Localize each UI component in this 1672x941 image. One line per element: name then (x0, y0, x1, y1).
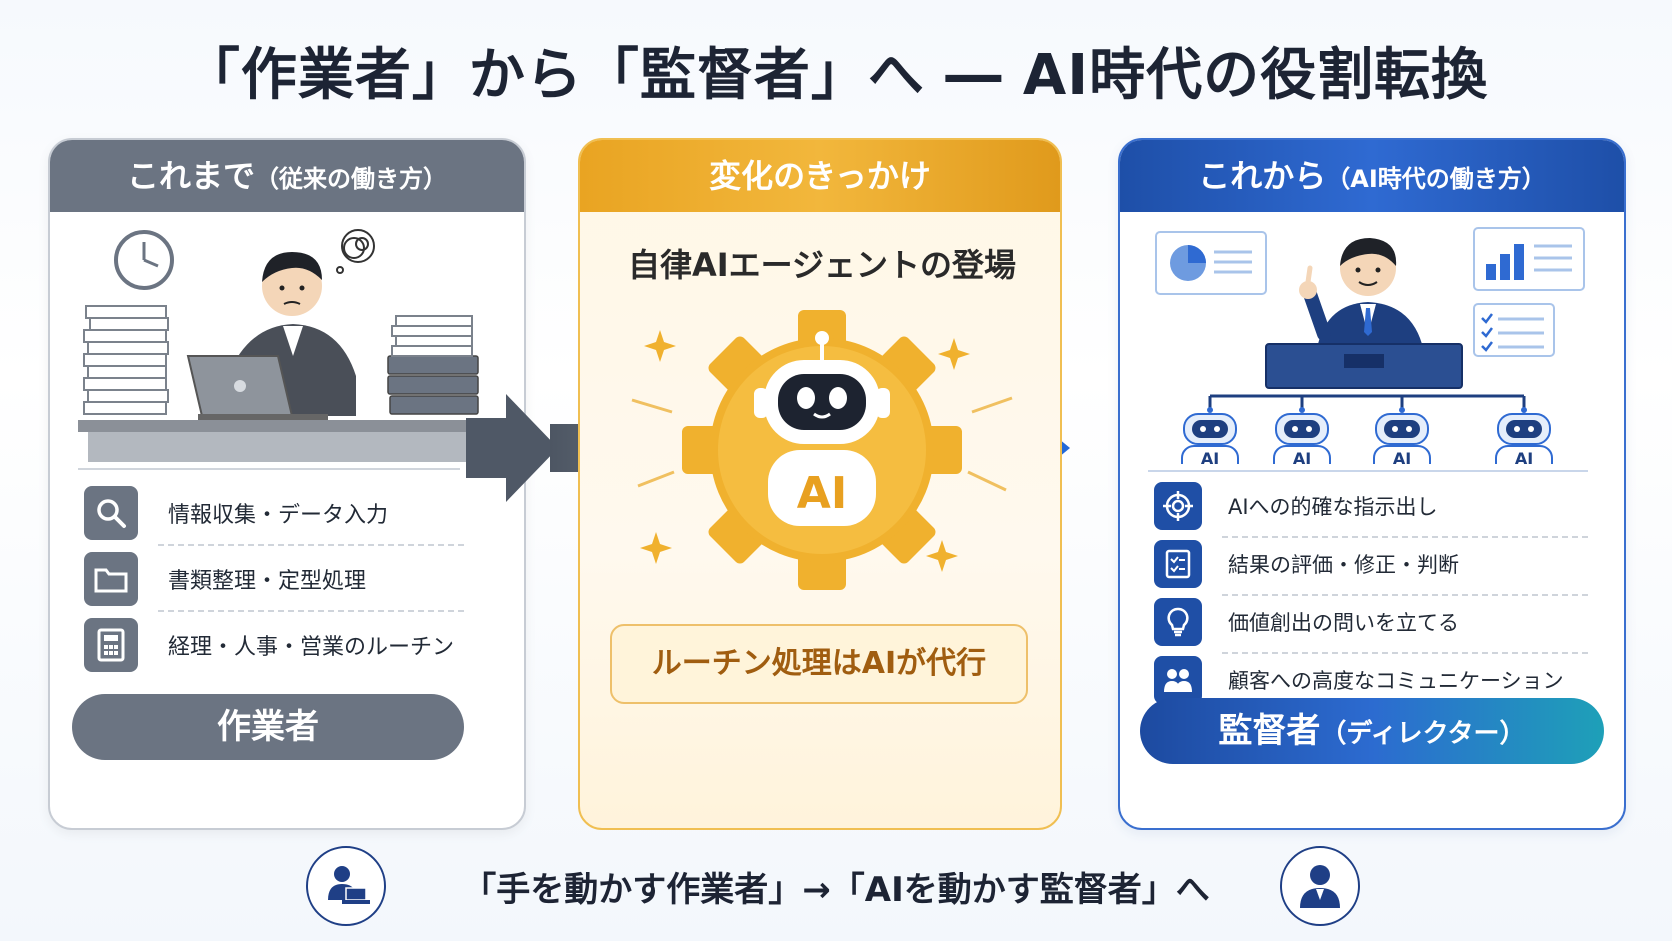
card-after: これから（AI時代の働き方） (1118, 138, 1626, 830)
card-before-title: これまで (126, 157, 255, 195)
laptop-icon (186, 355, 328, 420)
folder-icon (84, 552, 138, 606)
card-after-header: これから（AI時代の働き方） (1120, 140, 1624, 212)
checklist-panel (1473, 303, 1555, 357)
confused-thought-icon (336, 229, 375, 274)
target-icon (1154, 482, 1202, 530)
list-item-label: 価値創出の問いを立てる (1228, 611, 1459, 635)
paper-stack-left (83, 305, 169, 415)
binder-stack-right (387, 355, 479, 415)
director-illustration: AI AI AI AI (1155, 227, 1585, 464)
sparkle-icon (640, 330, 970, 572)
lightbulb-icon (1154, 598, 1202, 646)
list-item: AIへの的確な指示出し (1154, 482, 1438, 530)
list-item: 書類整理・定型処理 (84, 552, 366, 606)
list-item-label: 経理・人事・営業のルーチン (168, 635, 455, 660)
list-item: 情報収集・データ入力 (84, 486, 388, 540)
bar-chart-panel (1473, 227, 1585, 291)
card-after-subtitle: （AI時代の働き方） (1326, 165, 1546, 193)
list-item-label: 顧客への高度なコミュニケーション (1228, 669, 1564, 693)
agent-label: AI (1515, 449, 1533, 464)
role-director-pill: 監督者（ディレクター） (1140, 698, 1604, 764)
role-worker-pill: 作業者 (72, 694, 464, 760)
search-icon (84, 486, 138, 540)
list-item-label: AIへの的確な指示出し (1228, 495, 1438, 519)
trigger-subtitle: 自律AIエージェントの登場 (627, 246, 1017, 284)
worker-laptop-icon (306, 846, 386, 926)
calculator-icon (84, 618, 138, 672)
ray-lines (631, 396, 1013, 492)
dashed-separator (1222, 536, 1588, 538)
card-trigger: 変化のきっかけ 自律AIエージェントの登場 (578, 138, 1062, 830)
list-item: 経理・人事・営業のルーチン (84, 618, 454, 672)
list-item: 結果の評価・修正・判断 (1154, 540, 1459, 588)
dashed-separator (1222, 594, 1588, 596)
checklist-icon (1154, 540, 1202, 588)
trigger-summary-box: ルーチン処理はAIが代行 (610, 624, 1028, 704)
agent-label: AI (1393, 449, 1411, 464)
agent-label: AI (1293, 449, 1311, 464)
list-item: 価値創出の問いを立てる (1154, 598, 1459, 646)
clock-icon (114, 230, 174, 290)
dashed-separator (1222, 652, 1588, 654)
desk-body (88, 432, 468, 462)
pie-chart-panel (1155, 231, 1267, 295)
paper-stack-right (391, 315, 473, 357)
gear-ai-label: AI (797, 468, 847, 519)
right-divider (1148, 470, 1588, 472)
role-director-sub: （ディレクター） (1320, 719, 1526, 749)
list-item: 顧客への高度なコミュニケーション (1154, 656, 1564, 704)
dashed-separator (158, 610, 464, 612)
card-after-title: これから (1198, 157, 1327, 195)
agent-label: AI (1201, 449, 1219, 464)
card-before: これまで（従来の働き方） (48, 138, 526, 830)
card-trigger-header: 変化のきっかけ (580, 140, 1060, 212)
list-item-label: 書類整理・定型処理 (168, 569, 367, 594)
people-icon (1154, 656, 1202, 704)
list-item-label: 情報収集・データ入力 (168, 503, 389, 528)
card-before-subtitle: （従来の働き方） (255, 165, 447, 193)
robot-icon (754, 331, 890, 526)
card-before-header: これまで（従来の働き方） (50, 140, 524, 212)
director-person-icon (1280, 846, 1360, 926)
ai-gear-robot-illustration: AI (631, 310, 1013, 590)
agent-robots (1181, 407, 1553, 464)
dashed-separator (158, 544, 464, 546)
desk-top (78, 420, 478, 432)
hierarchy-lines (1208, 394, 1526, 410)
page-title: 「作業者」から「監督者」へ ― AI時代の役割転換 (183, 43, 1489, 108)
bottom-summary: 「手を動かす作業者」→「AIを動かす監督者」へ (462, 870, 1210, 910)
list-item-label: 結果の評価・修正・判断 (1228, 553, 1459, 577)
overworked-worker-illustration (78, 229, 479, 462)
left-divider (78, 468, 460, 470)
role-director-label: 監督者 (1218, 711, 1321, 751)
